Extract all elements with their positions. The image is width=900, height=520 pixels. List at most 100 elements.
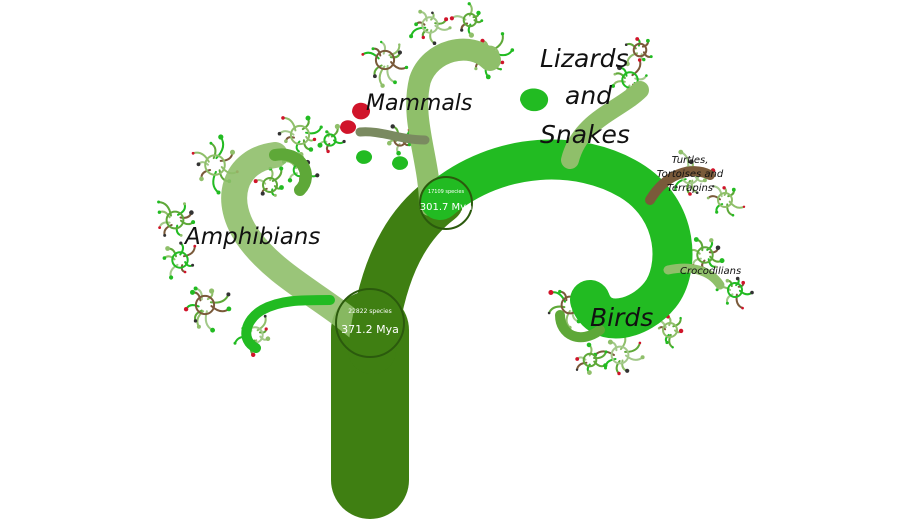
leaf-mammals-green (356, 150, 373, 164)
label-lizards-line3: Snakes (540, 120, 630, 149)
twig-tip (742, 205, 746, 208)
leaf-mammals-red (352, 102, 371, 120)
twig-tip (500, 60, 505, 65)
twig-tip (279, 166, 284, 171)
twig-tip (193, 319, 198, 323)
twig-curl (262, 177, 278, 193)
leaf-lizards (520, 88, 549, 112)
twig-tip (467, 2, 471, 6)
twig-tip (510, 48, 515, 52)
twig-tip (657, 327, 661, 330)
twig-tip (216, 190, 221, 195)
twig-tip (373, 74, 377, 79)
twig-tip (714, 265, 717, 269)
node-amniote[interactable]: 17109 species 301.7 Mya (419, 176, 473, 230)
twig-tip (396, 150, 401, 156)
twig-tip (191, 263, 195, 267)
twig-tip (230, 149, 235, 155)
node-root[interactable]: 22822 species 371.2 Mya (335, 288, 405, 358)
twig-tip (679, 316, 682, 320)
twig-cluster (624, 37, 653, 67)
twig-tip (448, 26, 452, 30)
twig-tip (326, 149, 330, 154)
twig-tip (191, 220, 196, 225)
label-turtles-line3: Terrapins (667, 183, 713, 194)
twig-tip (500, 32, 505, 36)
twig-tip (421, 35, 425, 40)
twig-tip (611, 84, 615, 88)
twig-tip (191, 151, 195, 155)
twig-tip (548, 290, 554, 295)
twig-curl (204, 154, 226, 176)
node-amniote-age: 301.7 Mya (420, 202, 472, 213)
twig-tip (725, 301, 729, 305)
twig-tip (678, 328, 684, 334)
twig-tip (709, 238, 714, 243)
twig-tip (371, 47, 375, 51)
branch-sauropsids (420, 139, 693, 339)
twig-tip (431, 11, 434, 15)
branch-mammals-side (355, 127, 430, 145)
twig-tip (645, 74, 648, 77)
twig-tip (387, 140, 392, 146)
twig-tip (308, 147, 314, 152)
twig-tip (678, 149, 684, 155)
twig-curl (632, 42, 648, 58)
twig-tip (624, 43, 628, 46)
twig-tip (575, 357, 580, 361)
twig-tip (196, 162, 201, 167)
twig-tip (199, 176, 204, 182)
twig-tip (315, 173, 320, 178)
twig-tip (361, 53, 365, 56)
twig-curl (374, 49, 396, 71)
label-mammals: Mammals (366, 91, 472, 116)
twig-tip (393, 80, 397, 85)
twig-tip (468, 32, 474, 38)
twig-curl (462, 12, 478, 28)
twig-tip (218, 134, 224, 140)
twig-tip (297, 150, 300, 153)
twig-tip (671, 346, 674, 349)
twig (388, 43, 401, 57)
twig-tip (210, 327, 216, 333)
twig-tip (209, 141, 213, 145)
twig-tip (312, 137, 317, 142)
twig-tip (640, 355, 645, 360)
node-amniote-species: 17109 species (428, 189, 465, 195)
branch-crocodilians (663, 263, 725, 290)
twig-curl (610, 345, 630, 365)
twig-cluster (706, 185, 746, 217)
twig-tip (587, 370, 592, 375)
twig-tip (688, 192, 692, 196)
twig-tip (226, 292, 231, 297)
twig-tip (193, 286, 198, 291)
twig-tip (613, 72, 617, 76)
twig-tip (476, 10, 481, 16)
twig-tip (712, 185, 715, 188)
twig-clusters (157, 2, 754, 376)
twig-tip (750, 290, 754, 295)
twig-tip (263, 314, 267, 318)
twig-tip (162, 256, 167, 260)
twig-tip (209, 288, 215, 294)
twig-tip (665, 340, 669, 345)
twig-cluster (277, 115, 323, 153)
twig-tip (169, 275, 174, 280)
twig-tip (715, 245, 721, 251)
twig-tip (547, 311, 551, 315)
accent-leaves (340, 88, 549, 170)
twig-tip (702, 178, 707, 183)
leaf-mammals-green-2 (392, 156, 409, 170)
twig-tip (183, 307, 189, 312)
twig-cluster (317, 123, 346, 154)
branch-mammals (406, 38, 501, 216)
twig-tip (695, 191, 699, 194)
twig-tip (279, 185, 284, 190)
twig-tip (558, 289, 562, 294)
twig-tip (625, 368, 630, 373)
twig-tip (317, 142, 323, 148)
twig-tip (179, 234, 183, 237)
twig-tip (444, 17, 449, 22)
twig-tip (637, 58, 642, 62)
twig-tip (499, 68, 502, 71)
